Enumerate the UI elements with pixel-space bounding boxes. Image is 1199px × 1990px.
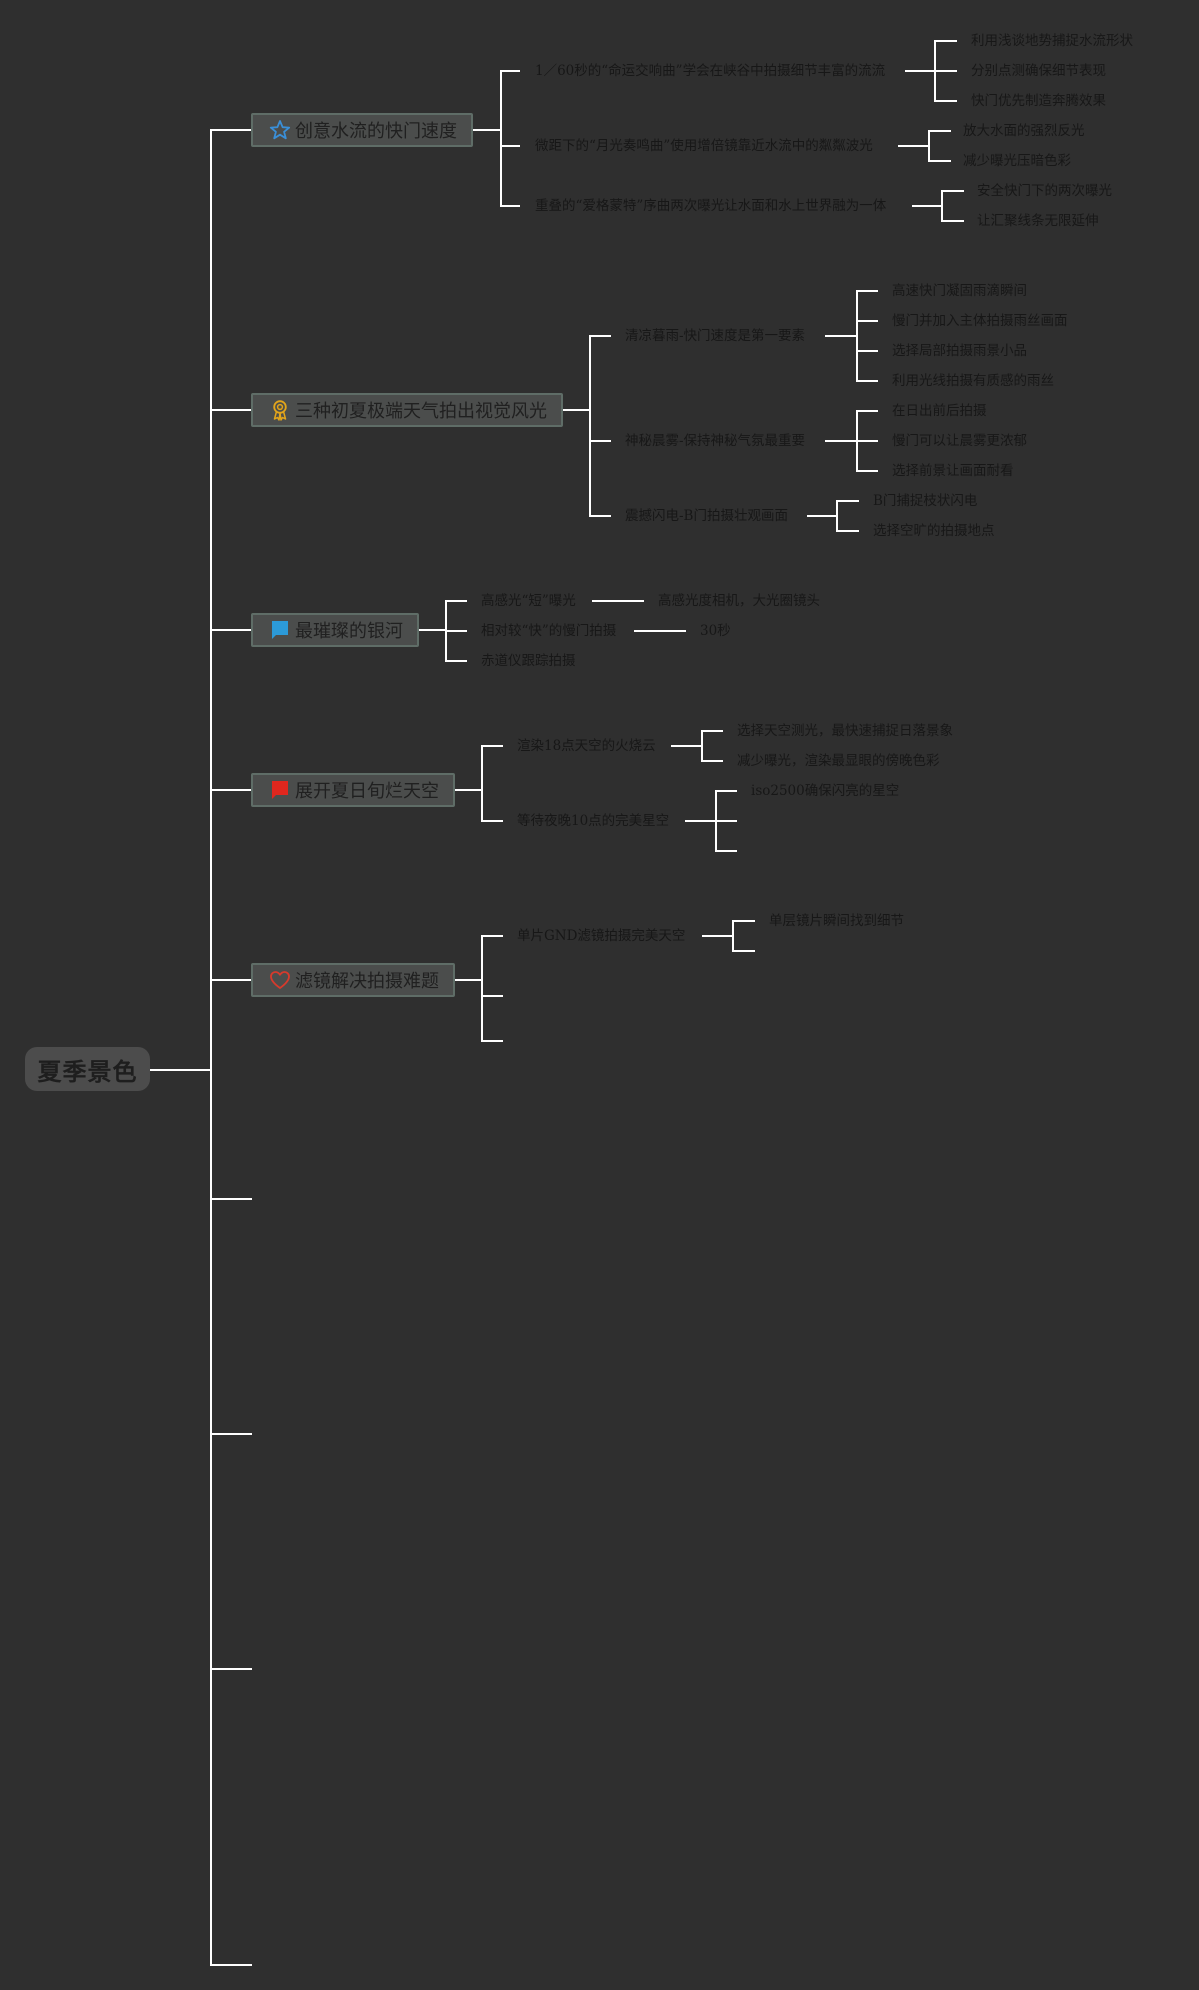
star-icon — [269, 119, 291, 141]
detail-item[interactable]: 高速快门凝固雨滴瞬间 — [892, 283, 1027, 299]
branch-topic-filters[interactable]: 滤镜解决拍摄难题 — [251, 963, 455, 997]
detail-item[interactable]: 减少曝光，渲染最显眼的傍晚色彩 — [737, 753, 940, 769]
branch-topic-milky-way[interactable]: 最璀璨的银河 — [251, 613, 419, 647]
detail-item[interactable]: B门捕捉枝状闪电 — [873, 493, 978, 509]
branch-label: 最璀璨的银河 — [295, 621, 403, 642]
detail-item[interactable]: 选择前景让画面耐看 — [892, 463, 1014, 479]
heart-icon — [269, 969, 291, 991]
detail-item[interactable]: 分别点测确保细节表现 — [971, 63, 1106, 79]
detail-item[interactable]: 减少曝光压暗色彩 — [963, 153, 1071, 169]
subtopic[interactable]: 清凉暮雨-快门速度是第一要素 — [625, 328, 806, 344]
detail-item[interactable]: iso2500确保闪亮的星空 — [751, 783, 900, 799]
detail-item[interactable]: 选择局部拍摄雨景小品 — [892, 343, 1027, 359]
detail-item[interactable]: 慢门并加入主体拍摄雨丝画面 — [892, 313, 1068, 329]
detail-item[interactable]: 慢门可以让晨雾更浓郁 — [892, 433, 1027, 449]
branch-topic-summer-sky[interactable]: 展开夏日旬烂天空 — [251, 773, 455, 807]
red-flag-icon — [269, 779, 291, 801]
subtopic[interactable]: 渲染18点天空的火烧云 — [517, 738, 656, 754]
detail-item[interactable]: 单层镜片瞬间找到细节 — [769, 913, 904, 929]
subtopic[interactable]: 单片GND滤镜拍摄完美天空 — [517, 928, 686, 944]
subtopic[interactable]: 高感光“短”曝光 — [481, 593, 576, 609]
branch-topic-extreme-weather[interactable]: 三种初夏极端天气拍出视觉风光 — [251, 393, 563, 427]
subtopic[interactable]: 赤道仪跟踪拍摄 — [481, 653, 576, 669]
branch-label: 滤镜解决拍摄难题 — [295, 971, 439, 992]
subtopic[interactable]: 震撼闪电-B门拍摄壮观画面 — [625, 508, 788, 524]
award-medal-icon — [269, 399, 291, 421]
detail-item[interactable]: 在日出前后拍摄 — [892, 403, 987, 419]
subtopic[interactable]: 神秘晨雾-保持神秘气氛最重要 — [625, 433, 806, 449]
detail-item[interactable]: 放大水面的强烈反光 — [963, 123, 1085, 139]
root-topic[interactable]: 夏季景色 — [25, 1047, 150, 1091]
detail-item[interactable]: 30秒 — [700, 623, 731, 639]
subtopic[interactable]: 等待夜晚10点的完美星空 — [517, 813, 670, 829]
branch-label: 创意水流的快门速度 — [295, 121, 457, 142]
detail-item[interactable]: 安全快门下的两次曝光 — [977, 183, 1112, 199]
subtopic[interactable]: 1／60秒的“命运交响曲”学会在峡谷中拍摄细节丰富的流流 — [535, 63, 886, 79]
branch-label: 展开夏日旬烂天空 — [295, 781, 439, 802]
detail-item[interactable]: 选择天空测光，最快速捕捉日落景象 — [737, 723, 953, 739]
subtopic[interactable]: 微距下的“月光奏鸣曲”使用增倍镜靠近水流中的粼粼波光 — [535, 138, 873, 154]
subtopic[interactable]: 重叠的“爱格蒙特”序曲两次曝光让水面和水上世界融为一体 — [535, 198, 887, 214]
subtopic[interactable]: 相对较“快”的慢门拍摄 — [481, 623, 617, 639]
detail-item[interactable]: 快门优先制造奔腾效果 — [971, 93, 1106, 109]
blue-flag-icon — [269, 619, 291, 641]
detail-item[interactable]: 高感光度相机，大光圈镜头 — [658, 593, 820, 609]
detail-item[interactable]: 利用光线拍摄有质感的雨丝 — [892, 373, 1054, 389]
detail-item[interactable]: 利用浅谈地势捕捉水流形状 — [971, 33, 1133, 49]
detail-item[interactable]: 让汇聚线条无限延伸 — [977, 213, 1099, 229]
branch-label: 三种初夏极端天气拍出视觉风光 — [295, 401, 547, 422]
detail-item[interactable]: 选择空旷的拍摄地点 — [873, 523, 995, 539]
branch-topic-water-flow[interactable]: 创意水流的快门速度 — [251, 113, 473, 147]
